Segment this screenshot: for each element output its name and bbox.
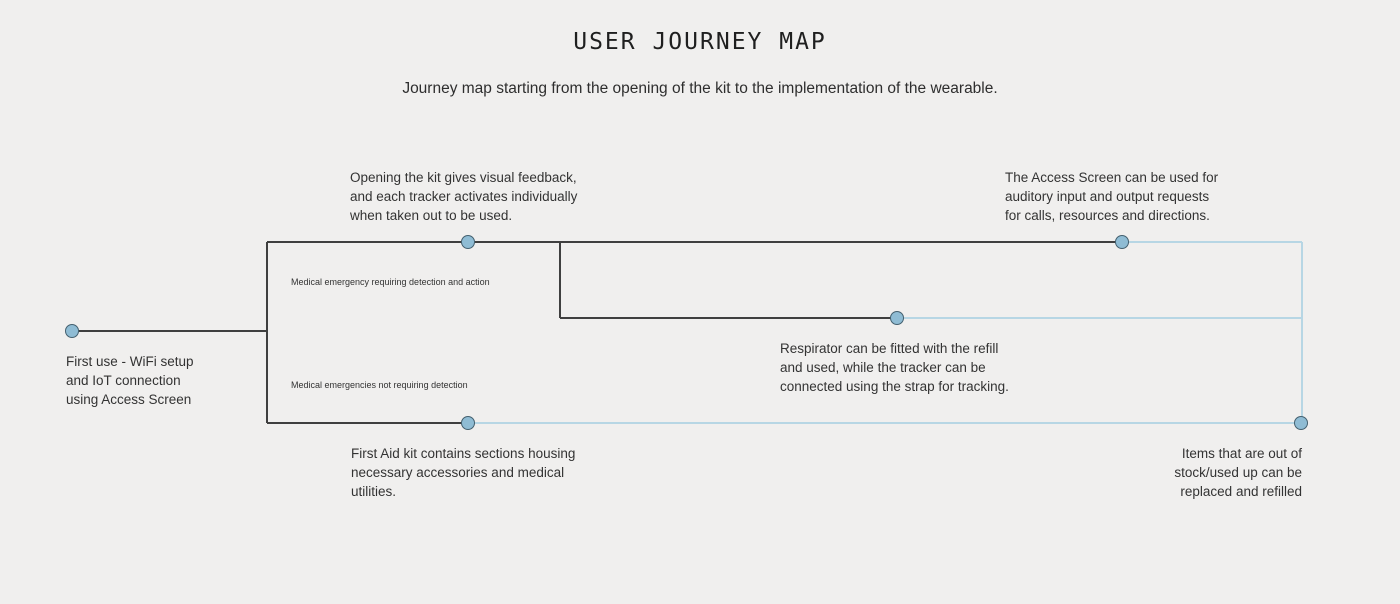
edge-detection-path	[560, 317, 897, 319]
label-refill: Items that are out of stock/used up can …	[1174, 446, 1302, 500]
edge-right-vertical	[1301, 242, 1303, 423]
label-access-screen: The Access Screen can be used for audito…	[1005, 170, 1219, 224]
label-first-aid-kit: First Aid kit contains sections housing …	[351, 446, 576, 500]
node-refill	[1294, 416, 1308, 430]
node-access-screen	[1115, 235, 1129, 249]
edge-branch-vertical	[266, 242, 268, 423]
node-first-aid-kit	[461, 416, 475, 430]
edge-first-use-to-branch	[72, 330, 267, 332]
edge-access-continue	[1122, 241, 1302, 243]
label-first-use: First use - WiFi setup and IoT connectio…	[66, 354, 194, 408]
label-opening-kit: Opening the kit gives visual feedback, a…	[350, 170, 578, 224]
node-first-use	[65, 324, 79, 338]
edge-respirator-continue	[897, 317, 1302, 319]
page-subtitle: Journey map starting from the opening of…	[402, 80, 998, 97]
label-medical-detection: Medical emergency requiring detection an…	[291, 277, 490, 287]
label-medical-no-detection: Medical emergencies not requiring detect…	[291, 380, 468, 390]
page-title: USER JOURNEY MAP	[573, 29, 827, 55]
edge-bottom-continue	[468, 422, 1302, 424]
edge-bottom-path	[267, 422, 468, 424]
edge-detection-drop	[559, 242, 561, 318]
label-respirator: Respirator can be fitted with the refill…	[780, 341, 1009, 395]
node-respirator	[890, 311, 904, 325]
node-opening-kit	[461, 235, 475, 249]
edge-top-path	[267, 241, 1122, 243]
